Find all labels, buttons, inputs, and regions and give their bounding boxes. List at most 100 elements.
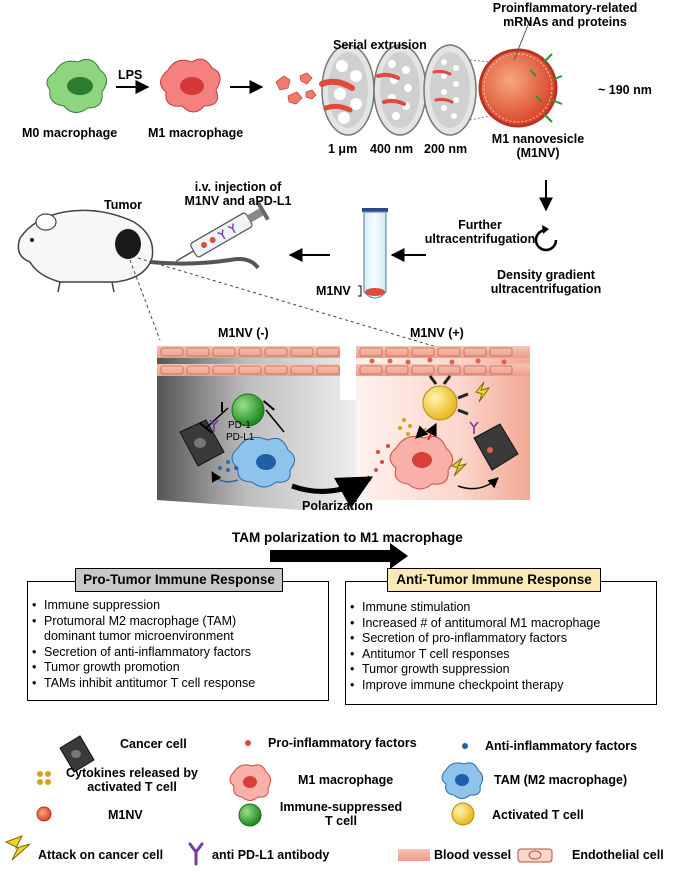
pro-tumor-box: Immune suppression Protumoral M2 macroph… — [27, 581, 329, 701]
legend-endothelial-icon — [517, 848, 553, 863]
blood-vessel-left — [157, 346, 340, 376]
legend-antibody: anti PD-L1 antibody — [212, 848, 330, 862]
endothelial-cell — [212, 365, 236, 375]
panel-left-title: M1NV (-) — [218, 326, 269, 340]
m1nv-line1: M1 nanovesicle — [491, 132, 585, 146]
m1-nanovesicle-icon — [469, 19, 563, 128]
pore-size-400nm: 400 nm — [370, 142, 414, 156]
anti-item-6: Improve immune checkpoint therapy — [350, 678, 656, 694]
blood-vessel-right — [356, 346, 530, 376]
anti-item-5: Tumor growth suppression — [350, 662, 656, 678]
anti-item-1: Immune stimulation — [350, 600, 656, 616]
legend-attack: Attack on cancer cell — [38, 848, 164, 862]
cancer-cell-left — [179, 419, 225, 467]
injection-line2: M1NV and aPD-L1 — [184, 194, 292, 208]
legend-suppressed-line2: T cell — [325, 814, 357, 828]
endothelial-cell — [385, 365, 409, 375]
pro-item-5: TAMs inhibit antitumor T cell response — [32, 676, 328, 692]
endothelial-cell — [186, 365, 210, 375]
panel-right-title: M1NV (+) — [410, 326, 464, 340]
legend-m1-macrophage-icon — [229, 764, 272, 801]
legend-endothelial: Endothelial cell — [572, 848, 664, 862]
m1nv-label: M1 nanovesicle (M1NV) — [488, 132, 588, 160]
endothelial-cell — [437, 347, 461, 357]
legend-anti-factor-icon — [462, 743, 468, 749]
activated-t-cell — [422, 385, 458, 421]
proinflammatory-label: Proinflammatory-related mRNAs and protei… — [485, 1, 645, 29]
legend-pro-factors: Pro-inflammatory factors — [268, 736, 417, 750]
tam-polarization-label: TAM polarization to M1 macrophage — [232, 530, 463, 545]
legend-suppressed-line1: Immune-suppressed — [279, 800, 403, 814]
endothelial-cell — [264, 347, 288, 357]
injection-label: i.v. injection of M1NV and aPD-L1 — [178, 180, 298, 208]
density-gradient-label: Density gradient ultracentrifugation — [476, 268, 616, 296]
endothelial-cell — [316, 347, 340, 357]
tam-polarization-arrow — [270, 543, 408, 569]
legend-suppressed-t-icon — [238, 803, 262, 827]
lps-label: LPS — [118, 68, 143, 82]
density-line2: ultracentrifugation — [490, 282, 602, 296]
pro-item-3: Secretion of anti-inflammatory factors — [32, 645, 328, 661]
legend-blood-vessel: Blood vessel — [434, 848, 512, 862]
anti-tumor-title: Anti-Tumor Immune Response — [387, 568, 601, 592]
legend-m1nv-icon — [36, 806, 52, 822]
endothelial-cell — [264, 365, 288, 375]
legend-m1nv: M1NV — [108, 808, 143, 822]
tumor-label: Tumor — [104, 198, 142, 212]
m1nv-line2: (M1NV) — [516, 146, 560, 160]
m1-macrophage-icon — [160, 58, 221, 113]
polarization-label: Polarization — [302, 499, 373, 513]
polarization-arrow — [291, 475, 374, 509]
endothelial-cell — [290, 347, 314, 357]
legend-blood-vessel-icon — [398, 849, 430, 861]
legend-antibody-icon — [188, 842, 204, 866]
centrifuge-tube-icon — [358, 208, 388, 299]
tube-m1nv-label: M1NV — [316, 284, 351, 298]
vesicle-size-label: ~ 190 nm — [598, 83, 652, 97]
endothelial-cell — [160, 347, 184, 357]
legend-tam: TAM (M2 macrophage) — [494, 773, 628, 787]
further-line1: Further — [458, 218, 502, 232]
m1-macrophage-right — [389, 435, 453, 490]
cancer-cell-right — [473, 423, 519, 471]
endothelial-cell — [316, 365, 340, 375]
extrusion-membrane-400nm — [373, 44, 427, 136]
legend-attack-icon — [4, 835, 31, 861]
endothelial-cell — [385, 347, 409, 357]
endothelial-cell — [359, 365, 383, 375]
endothelial-cell — [411, 365, 435, 375]
pd1-label: PD-1 — [228, 420, 251, 431]
legend-cytokines-line1: Cytokines released by — [65, 766, 198, 780]
extrusion-membrane-1um — [319, 44, 375, 136]
endothelial-cell — [489, 347, 513, 357]
anti-item-2: Increased # of antitumoral M1 macrophage — [350, 616, 656, 632]
legend-tam-icon — [441, 762, 484, 799]
endothelial-cell — [437, 365, 461, 375]
lightning-icon-2 — [450, 457, 468, 477]
pore-size-1um: 1 μm — [328, 142, 358, 156]
injection-line1: i.v. injection of — [194, 180, 282, 194]
endothelial-cell — [238, 365, 262, 375]
endothelial-cell — [359, 347, 383, 357]
proinflammatory-line1: Proinflammatory-related — [492, 1, 638, 15]
endothelial-cell — [238, 347, 262, 357]
cell-fragments-icon — [275, 72, 317, 105]
syringe-icon — [175, 201, 270, 262]
legend-cytokine-icon — [37, 771, 51, 785]
endothelial-cell — [186, 347, 210, 357]
serial-extrusion-label: Serial extrusion — [333, 38, 427, 52]
pro-item-4: Tumor growth promotion — [32, 660, 328, 676]
legend-activated-t: Activated T cell — [492, 808, 584, 822]
m0-macrophage-icon — [46, 58, 107, 113]
pore-size-200nm: 200 nm — [424, 142, 468, 156]
pro-item-2: Protumoral M2 macrophage (TAM) — [32, 614, 328, 630]
pro-item-1: Immune suppression — [32, 598, 328, 614]
tam-left — [231, 436, 295, 488]
proinflammatory-line2: mRNAs and proteins — [503, 15, 627, 29]
endothelial-cell — [212, 347, 236, 357]
anti-tumor-box: Immune stimulation Increased # of antitu… — [345, 581, 657, 705]
cycle-arrow-icon — [534, 228, 558, 252]
m0-macrophage-label: M0 macrophage — [22, 126, 118, 140]
density-line1: Density gradient — [497, 268, 595, 282]
